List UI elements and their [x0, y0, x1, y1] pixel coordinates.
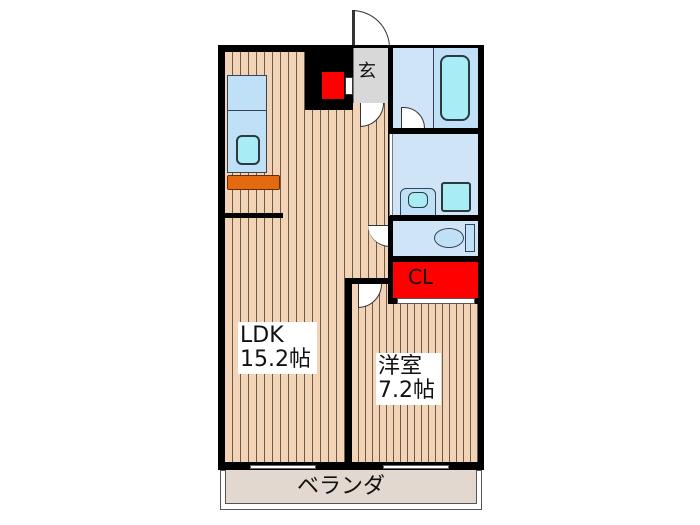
bath-wash-wall — [390, 128, 482, 134]
washbasin-bowl — [408, 192, 428, 208]
entrance-door-swing — [352, 10, 390, 48]
right-column-wall-lower — [388, 221, 393, 311]
veranda-label: ベランダ — [297, 474, 386, 499]
closet-door-rail — [397, 298, 475, 304]
veranda — [225, 470, 477, 504]
right-column-wall — [388, 48, 393, 128]
closet-label: CL — [408, 265, 434, 289]
ldk-window — [250, 465, 316, 469]
entrance-area — [353, 48, 389, 103]
toilet-bowl — [434, 228, 464, 248]
ldk-western-divider — [345, 278, 352, 468]
western-room-name: 洋室 — [378, 354, 423, 379]
shoe-cabinet-door — [345, 77, 353, 95]
bathroom-divider — [433, 48, 434, 128]
entrance-door-leaf — [352, 10, 355, 48]
western-room-top-wall — [345, 278, 393, 284]
closet — [393, 262, 478, 298]
western-room-label: 洋室 7.2帖 — [376, 353, 441, 406]
kitchen-sink — [236, 135, 260, 165]
toilet-tank — [465, 224, 475, 252]
ldk-label: LDK 15.2帖 — [238, 322, 317, 375]
toilet-closet-wall — [390, 256, 482, 262]
bathtub-icon — [440, 55, 470, 121]
entrance-label: 玄 — [358, 61, 376, 82]
kitchen-partition-wall — [225, 213, 283, 218]
wash-toilet-wall — [390, 215, 482, 221]
kitchen-bar-counter — [227, 175, 280, 190]
shoe-cabinet — [322, 72, 344, 99]
ldk-size: 15.2帖 — [240, 347, 311, 373]
kitchen-counter-divider — [227, 110, 267, 111]
washroom-sliding-door — [389, 134, 393, 216]
ldk-name: LDK — [240, 323, 284, 348]
western-room-window — [383, 465, 449, 469]
western-room-size: 7.2帖 — [378, 378, 435, 404]
washing-machine — [441, 182, 471, 212]
